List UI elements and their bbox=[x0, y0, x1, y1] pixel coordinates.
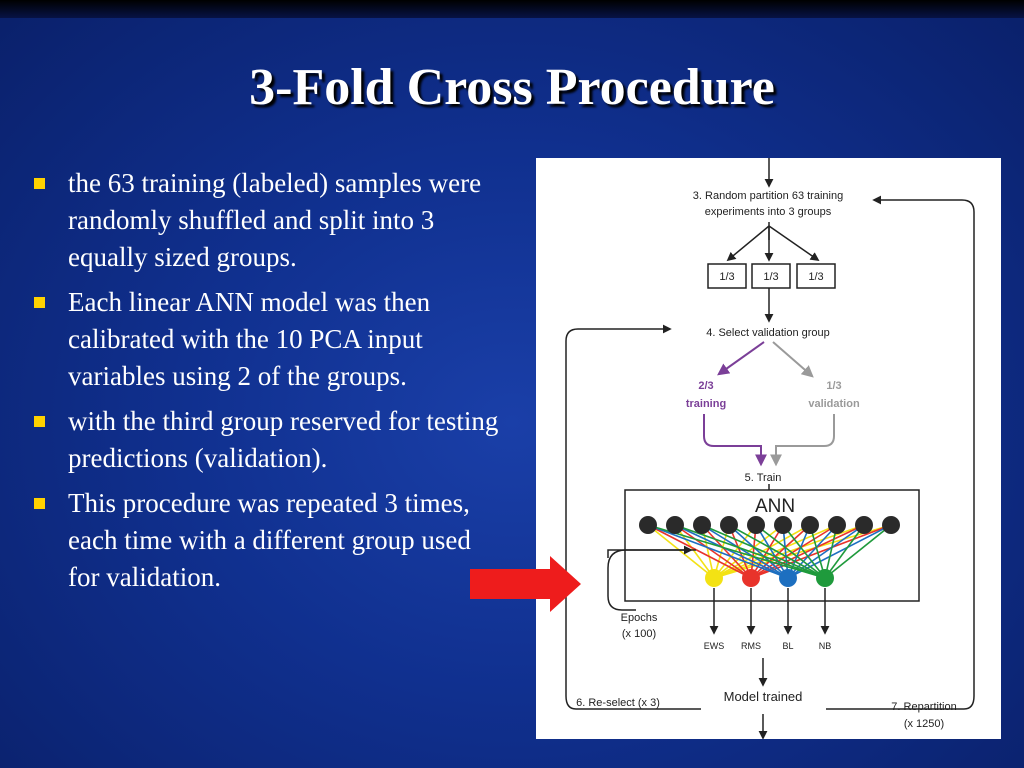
network-connection bbox=[674, 524, 826, 579]
step3-text-1: 3. Random partition 63 training bbox=[693, 190, 843, 202]
network-connections bbox=[647, 524, 892, 579]
split-arrow-left bbox=[726, 225, 770, 262]
network-connection bbox=[755, 524, 826, 579]
slide-title: 3-Fold Cross Procedure bbox=[249, 59, 775, 116]
group-box bbox=[707, 263, 747, 289]
bullet-item: the 63 training (labeled) samples were r… bbox=[30, 165, 500, 276]
training-flow-line bbox=[703, 414, 767, 467]
network-connection bbox=[674, 524, 752, 579]
validation-branch-arrow bbox=[772, 341, 814, 378]
network-connection bbox=[713, 524, 730, 579]
red-highlight-arrow-icon bbox=[470, 556, 581, 612]
input-node bbox=[774, 516, 792, 534]
network-connection bbox=[824, 524, 865, 579]
step6-text: 6. Re-select (x 3) bbox=[576, 697, 660, 709]
output-label-ews: EWS bbox=[704, 641, 725, 651]
network-connection bbox=[647, 524, 826, 579]
input-node bbox=[855, 516, 873, 534]
epochs-text-1: Epochs bbox=[621, 612, 658, 624]
training-fraction: 2/3 bbox=[698, 380, 713, 392]
bullet-list: the 63 training (labeled) samples were r… bbox=[30, 165, 500, 604]
bullet-item: Each linear ANN model was then calibrate… bbox=[30, 284, 500, 395]
network-connection bbox=[647, 524, 789, 579]
group-box bbox=[751, 263, 791, 289]
validation-flow-line bbox=[770, 414, 835, 467]
bullet-text: Each linear ANN model was then calibrate… bbox=[68, 287, 431, 391]
input-node bbox=[720, 516, 738, 534]
input-node bbox=[747, 516, 765, 534]
step4-text: 4. Select validation group bbox=[706, 327, 830, 339]
bullet-item: with the third group reserved for testin… bbox=[30, 403, 500, 477]
training-label: training bbox=[686, 398, 726, 410]
reselect-loop-line bbox=[565, 324, 701, 710]
step3-text-2: experiments into 3 groups bbox=[705, 206, 832, 218]
network-connection bbox=[824, 524, 838, 579]
input-node bbox=[693, 516, 711, 534]
output-node bbox=[779, 569, 797, 587]
network-connection bbox=[809, 524, 826, 579]
network-connection bbox=[701, 524, 789, 579]
square-bullet-icon bbox=[34, 178, 45, 189]
input-node bbox=[828, 516, 846, 534]
group-label: 1/3 bbox=[719, 271, 734, 283]
bullet-item: This procedure was repeated 3 times, eac… bbox=[30, 485, 500, 596]
network-connection bbox=[647, 524, 715, 579]
square-bullet-icon bbox=[34, 416, 45, 427]
group-label: 1/3 bbox=[808, 271, 823, 283]
diagram-svg: 3. Random partition 63 training experime… bbox=[565, 158, 975, 739]
network-connection bbox=[647, 524, 752, 579]
validation-fraction: 1/3 bbox=[826, 380, 841, 392]
input-node bbox=[666, 516, 684, 534]
network-connection bbox=[701, 524, 826, 579]
network-connection bbox=[782, 524, 826, 579]
output-arrows bbox=[709, 588, 830, 635]
square-bullet-icon bbox=[34, 498, 45, 509]
split-arrow-right bbox=[768, 225, 820, 262]
network-connection bbox=[674, 524, 715, 579]
ann-label: ANN bbox=[755, 496, 795, 517]
model-trained-text: Model trained bbox=[724, 689, 803, 704]
network-connection bbox=[824, 524, 892, 579]
output-nodes bbox=[705, 569, 834, 587]
bullet-text: the 63 training (labeled) samples were r… bbox=[68, 168, 482, 272]
validation-label: validation bbox=[808, 398, 860, 410]
repartition-loop-line bbox=[826, 195, 975, 710]
network-connection bbox=[750, 524, 784, 579]
bullet-text: This procedure was repeated 3 times, eac… bbox=[68, 488, 471, 592]
network-connection bbox=[750, 524, 811, 579]
step5-text: 5. Train bbox=[745, 472, 782, 484]
output-node bbox=[816, 569, 834, 587]
output-node bbox=[705, 569, 723, 587]
output-label-nb: NB bbox=[819, 641, 832, 651]
epochs-text-2: (x 100) bbox=[622, 628, 656, 640]
square-bullet-icon bbox=[34, 297, 45, 308]
step7-text-1: 7. Repartition bbox=[891, 701, 956, 713]
epochs-loop-line bbox=[607, 549, 696, 611]
group-box bbox=[796, 263, 836, 289]
network-connection bbox=[728, 524, 826, 579]
training-branch-arrow bbox=[717, 341, 765, 376]
input-node bbox=[801, 516, 819, 534]
group-label: 1/3 bbox=[763, 271, 778, 283]
network-connection bbox=[787, 524, 811, 579]
top-band bbox=[0, 0, 1024, 18]
cross-validation-diagram: 3. Random partition 63 training experime… bbox=[536, 158, 1001, 739]
input-node bbox=[882, 516, 900, 534]
network-connection bbox=[728, 524, 752, 579]
output-node bbox=[742, 569, 760, 587]
network-connection bbox=[701, 524, 715, 579]
network-connection bbox=[755, 524, 789, 579]
bullet-text: with the third group reserved for testin… bbox=[68, 406, 499, 473]
output-label-bl: BL bbox=[782, 641, 793, 651]
network-connection bbox=[701, 524, 752, 579]
network-connection bbox=[674, 524, 789, 579]
step7-text-2: (x 1250) bbox=[904, 718, 944, 730]
input-nodes bbox=[639, 516, 900, 534]
output-label-rms: RMS bbox=[741, 641, 761, 651]
input-node bbox=[639, 516, 657, 534]
network-connection bbox=[728, 524, 789, 579]
